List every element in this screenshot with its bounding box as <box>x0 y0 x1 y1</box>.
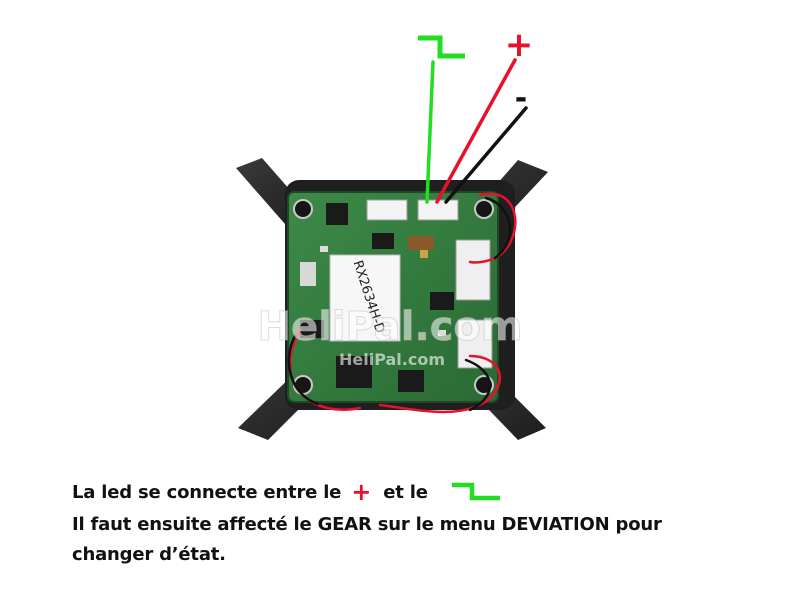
plus-symbol-icon: + <box>351 478 372 506</box>
watermark-small: HeliPal.com <box>339 350 445 369</box>
board-photo: RX2634H-D + - HeliPal.com HeliPal.com <box>236 25 548 440</box>
minus-label: - <box>515 81 527 116</box>
pulse-symbol-icon <box>451 482 500 501</box>
caption-line-2: Il faut ensuite affecté le GEAR sur le m… <box>72 514 662 535</box>
circuit-board: RX2634H-D <box>287 191 499 403</box>
pulse-signal-icon <box>418 35 465 59</box>
caption-line-3: changer d’état. <box>72 544 226 565</box>
watermark-main: HeliPal.com <box>257 304 522 350</box>
caption-text-before: La led se connecte entre le <box>72 482 342 503</box>
side-wires <box>287 192 517 414</box>
connection-wires <box>425 58 528 204</box>
caption-line-1: La led se connecte entre le + et le <box>72 478 502 506</box>
plus-label: + <box>505 25 534 65</box>
caption-text-middle: et le <box>383 482 428 503</box>
